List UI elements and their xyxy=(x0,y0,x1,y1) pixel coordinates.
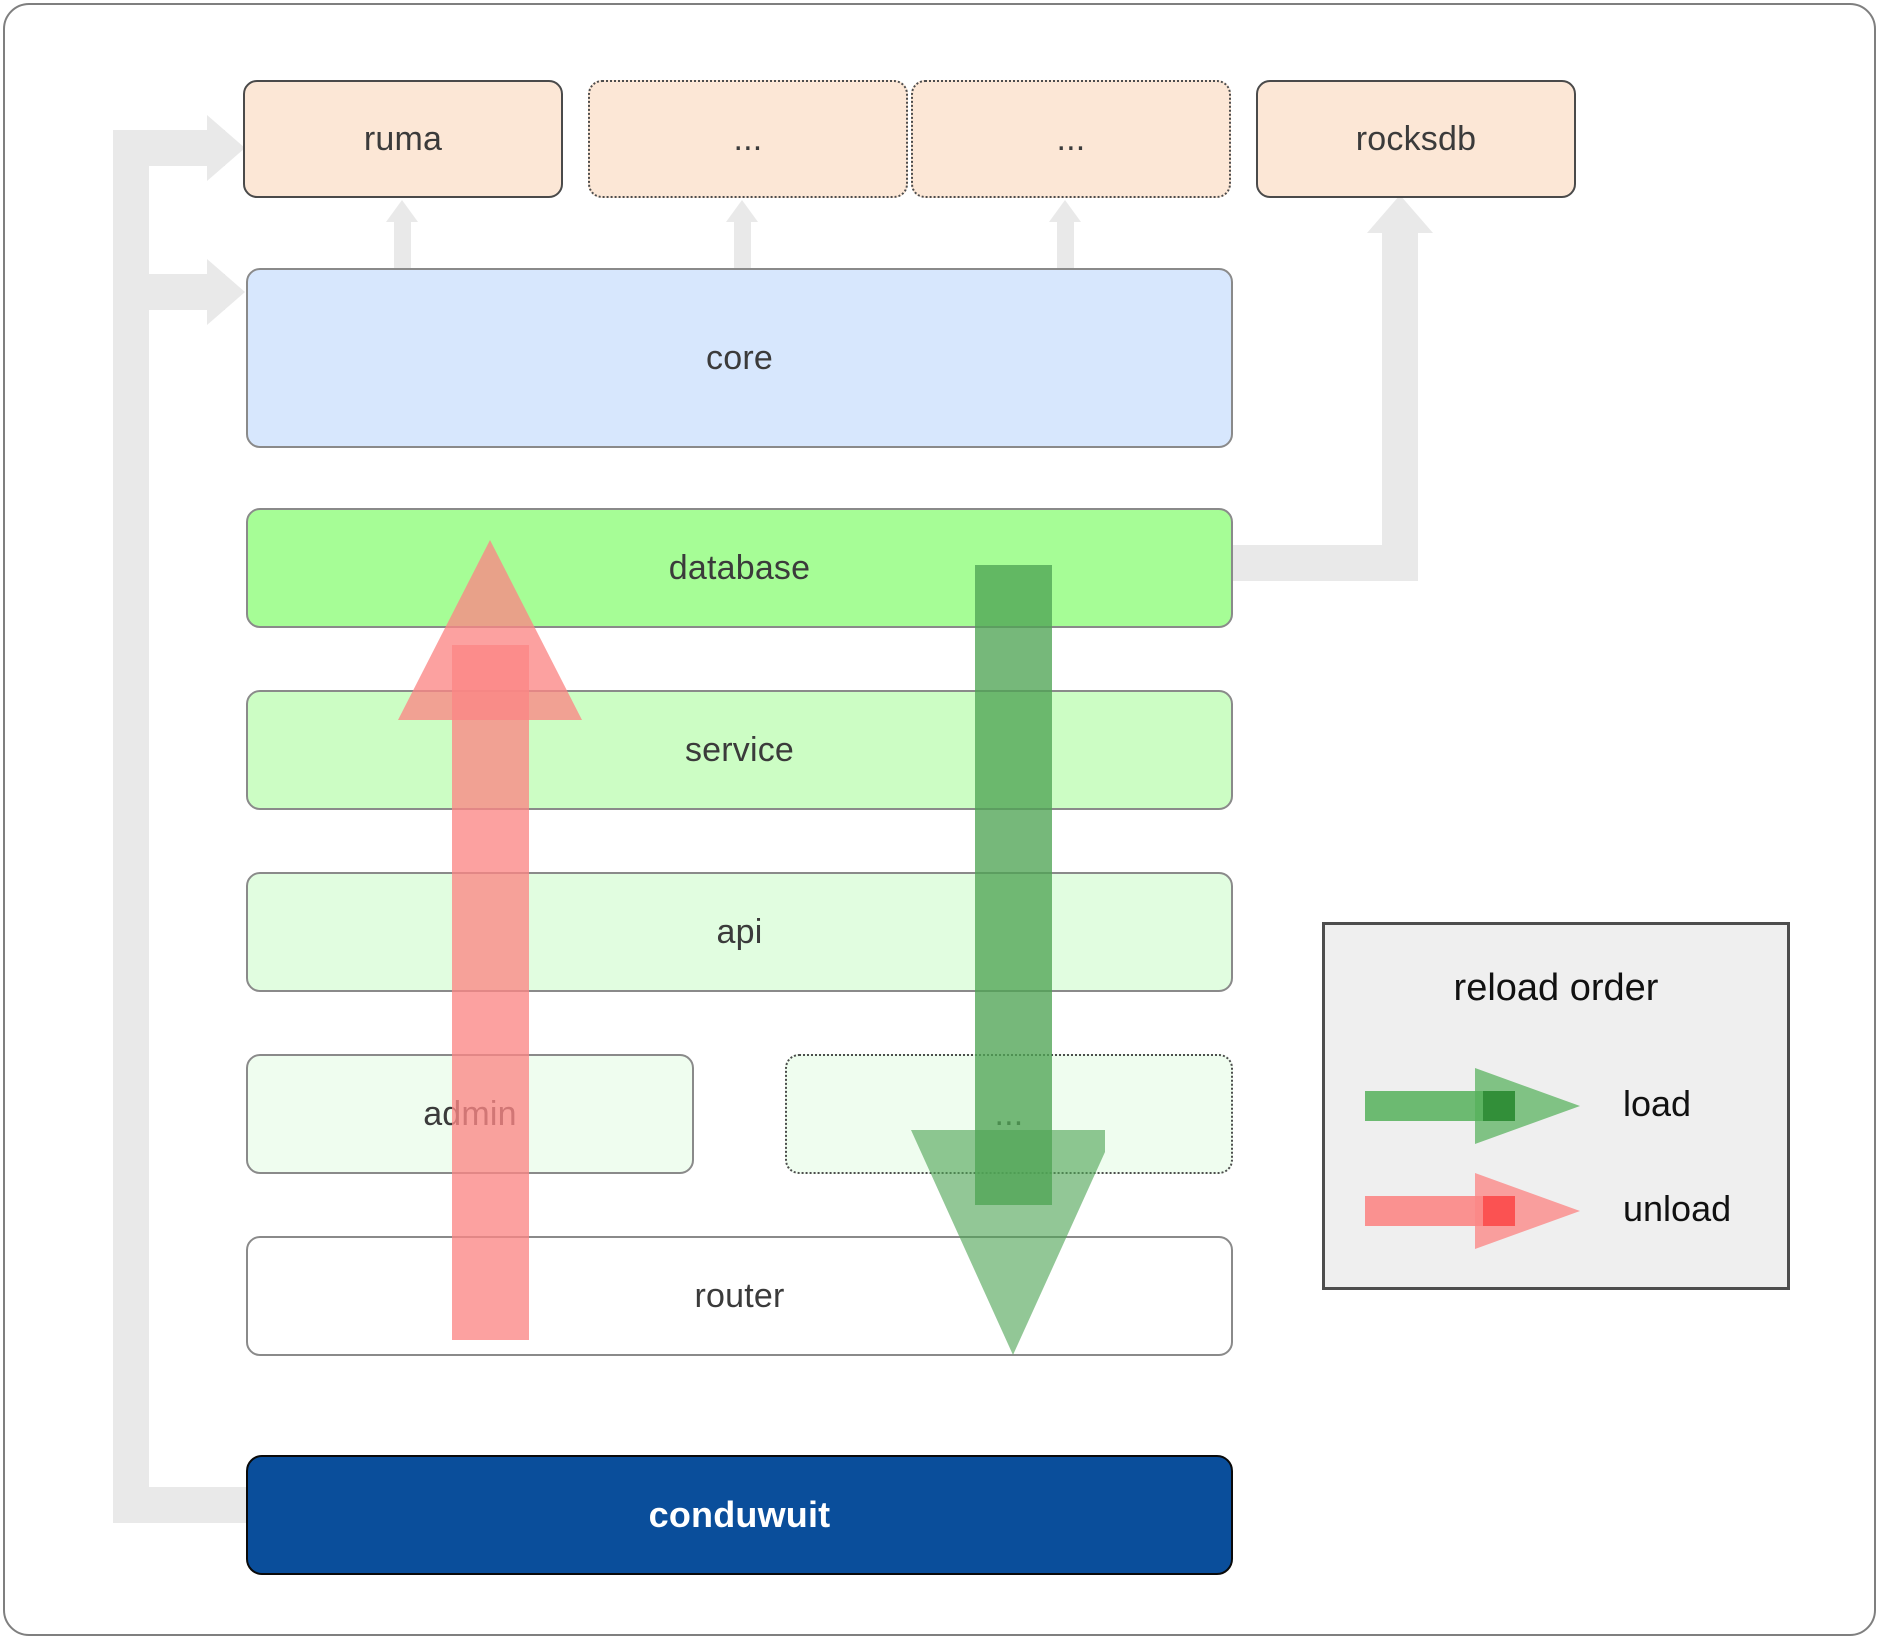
module-label-router: router xyxy=(694,1276,785,1315)
core-arrow-stem-dots2 xyxy=(1057,222,1074,270)
legend-panel: reload order load unload xyxy=(1322,922,1790,1290)
module-box-rocksdb[interactable]: rocksdb xyxy=(1256,80,1576,198)
module-box-conduwuit[interactable]: conduwuit xyxy=(246,1455,1233,1575)
module-label-api: api xyxy=(716,912,763,951)
connector-right-vertical xyxy=(1382,228,1418,581)
module-box-dots-1[interactable]: ... xyxy=(588,80,908,198)
module-label-rocksdb: rocksdb xyxy=(1355,119,1477,158)
connector-branch-to-core xyxy=(113,274,225,310)
connector-bottom-horizontal xyxy=(113,1487,253,1523)
module-label-dots-2: ... xyxy=(1056,119,1086,158)
core-arrow-head-dots2 xyxy=(1049,200,1081,222)
module-label-database: database xyxy=(668,548,811,587)
connector-arrowhead-rocksdb xyxy=(1367,195,1433,233)
core-arrow-head-dots1 xyxy=(726,200,758,222)
module-label-service: service xyxy=(684,730,795,769)
module-label-core: core xyxy=(706,338,773,377)
legend-title: reload order xyxy=(1453,967,1659,1009)
module-box-core[interactable]: core xyxy=(246,268,1233,448)
module-box-ruma[interactable]: ruma xyxy=(243,80,563,198)
module-label-ruma: ruma xyxy=(363,119,443,158)
unload-flow-arrow xyxy=(390,540,590,1340)
module-box-dots-2[interactable]: ... xyxy=(911,80,1231,198)
core-arrow-stem-dots1 xyxy=(734,222,751,270)
module-label-dots-1: ... xyxy=(733,119,763,158)
load-flow-arrow xyxy=(885,565,1105,1355)
connector-branch-to-ruma xyxy=(113,130,225,166)
core-arrow-head-ruma xyxy=(386,200,418,222)
legend-label-unload: unload xyxy=(1623,1188,1732,1229)
core-arrow-stem-ruma xyxy=(394,222,411,270)
connector-arrowhead-core xyxy=(207,259,245,325)
module-box-api[interactable]: api xyxy=(246,872,1233,992)
legend-label-load: load xyxy=(1623,1083,1692,1124)
module-label-conduwuit: conduwuit xyxy=(648,1494,831,1535)
legend-swatch-unload xyxy=(1365,1173,1595,1249)
connector-vertical-spine xyxy=(113,130,149,1523)
connector-arrowhead-ruma xyxy=(207,115,245,181)
legend-swatch-load xyxy=(1365,1068,1595,1144)
